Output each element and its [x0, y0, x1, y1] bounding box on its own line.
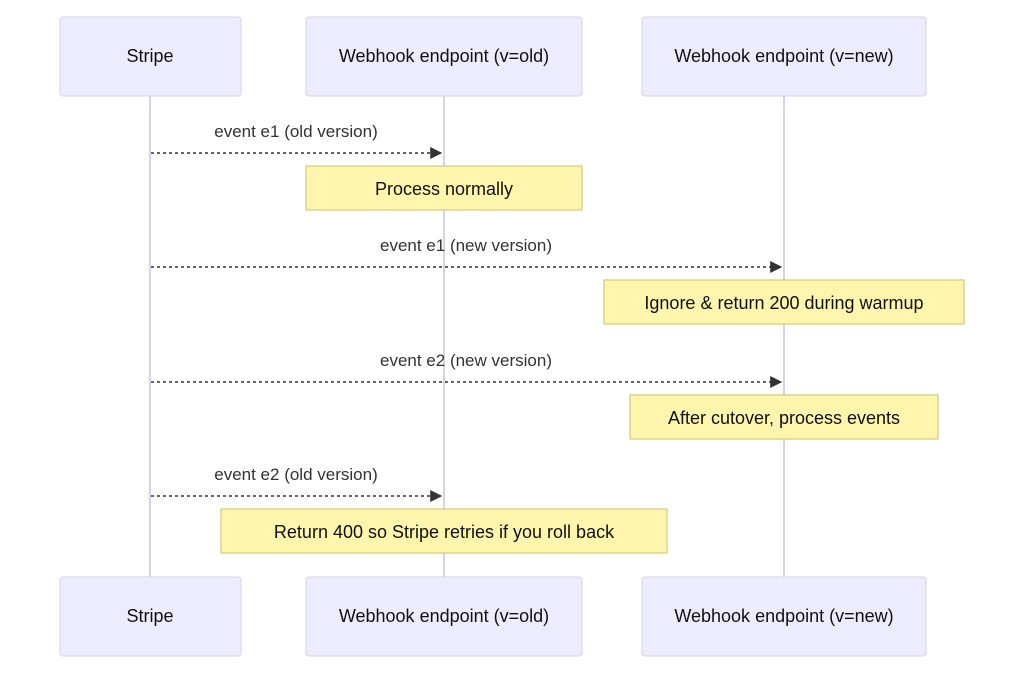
note-4-label: Return 400 so Stripe retries if you roll… — [274, 522, 615, 542]
note-2: Ignore & return 200 during warmup — [603, 279, 965, 325]
actor-webhook-new-bottom: Webhook endpoint (v=new) — [641, 576, 927, 657]
actor-stripe-bottom: Stripe — [59, 576, 242, 657]
message-4: event e2 (old version) — [151, 465, 443, 502]
message-3: event e2 (new version) — [151, 351, 783, 388]
note-3-label: After cutover, process events — [668, 408, 900, 428]
message-1-label: event e1 (old version) — [214, 122, 377, 141]
actor-webhook-new-top-label: Webhook endpoint (v=new) — [674, 46, 893, 66]
message-4-label: event e2 (old version) — [214, 465, 377, 484]
note-4: Return 400 so Stripe retries if you roll… — [220, 508, 668, 554]
actor-webhook-old-bottom: Webhook endpoint (v=old) — [305, 576, 583, 657]
note-2-label: Ignore & return 200 during warmup — [644, 293, 923, 313]
message-2: event e1 (new version) — [151, 236, 783, 273]
actor-stripe-top-label: Stripe — [126, 46, 173, 66]
note-1-label: Process normally — [375, 179, 513, 199]
actor-webhook-old-top: Webhook endpoint (v=old) — [305, 16, 583, 97]
note-1: Process normally — [305, 165, 583, 211]
actor-webhook-new-top: Webhook endpoint (v=new) — [641, 16, 927, 97]
message-2-label: event e1 (new version) — [380, 236, 552, 255]
message-1: event e1 (old version) — [151, 122, 443, 159]
actor-stripe-top: Stripe — [59, 16, 242, 97]
message-3-label: event e2 (new version) — [380, 351, 552, 370]
note-3: After cutover, process events — [629, 394, 939, 440]
actor-webhook-old-bottom-label: Webhook endpoint (v=old) — [339, 606, 549, 626]
actor-stripe-bottom-label: Stripe — [126, 606, 173, 626]
actor-webhook-new-bottom-label: Webhook endpoint (v=new) — [674, 606, 893, 626]
actor-webhook-old-top-label: Webhook endpoint (v=old) — [339, 46, 549, 66]
